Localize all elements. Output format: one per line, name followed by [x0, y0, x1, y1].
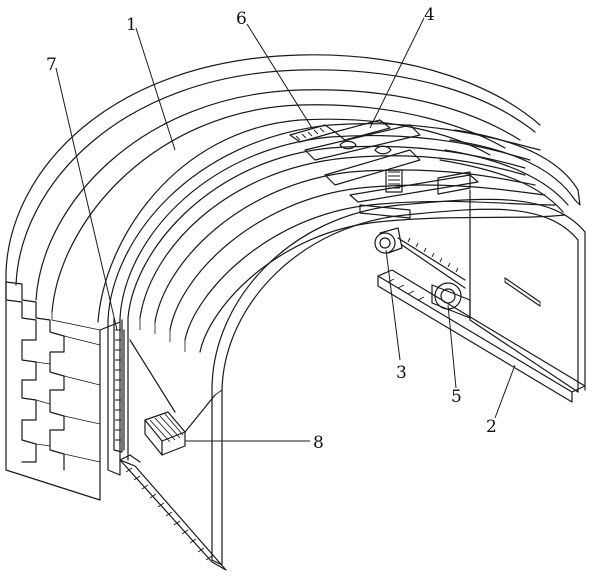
leader-7: [55, 67, 118, 331]
callout-2: 2: [486, 417, 497, 437]
leader-4: [369, 17, 425, 129]
left-vertical-rack: [113, 317, 125, 453]
left-wall-blocks: [5, 281, 101, 471]
mid-rail: [349, 171, 479, 219]
leader-2: [494, 364, 516, 419]
inner-ribs: [139, 155, 566, 353]
callout-3: 3: [396, 363, 407, 383]
leader-lines: [55, 17, 516, 442]
callout-5: 5: [451, 387, 462, 407]
callout-8: 8: [313, 433, 324, 453]
top-slide-block: [289, 119, 391, 143]
callout-4: 4: [424, 5, 435, 25]
callout-7: 7: [46, 55, 57, 75]
front-arch-frame: [107, 123, 541, 476]
callout-1: 1: [126, 15, 137, 35]
left-bottom-rack: [119, 454, 227, 571]
right-bottom-rail: [377, 269, 586, 403]
callout-6: 6: [236, 9, 247, 29]
leader-6: [246, 23, 313, 129]
outer-arch-shell: [5, 54, 541, 501]
leader-5: [447, 304, 457, 389]
callout-labels: 1 2 3 4 5 6 7 8: [46, 5, 497, 453]
top-cross-members: [304, 124, 421, 193]
inner-arch-opening: [211, 198, 586, 566]
part-8-unit: [129, 339, 223, 456]
leader-1: [135, 27, 176, 151]
rear-panel: [469, 189, 579, 393]
leader-3: [385, 249, 401, 361]
right-rib-bundle: [439, 129, 581, 213]
